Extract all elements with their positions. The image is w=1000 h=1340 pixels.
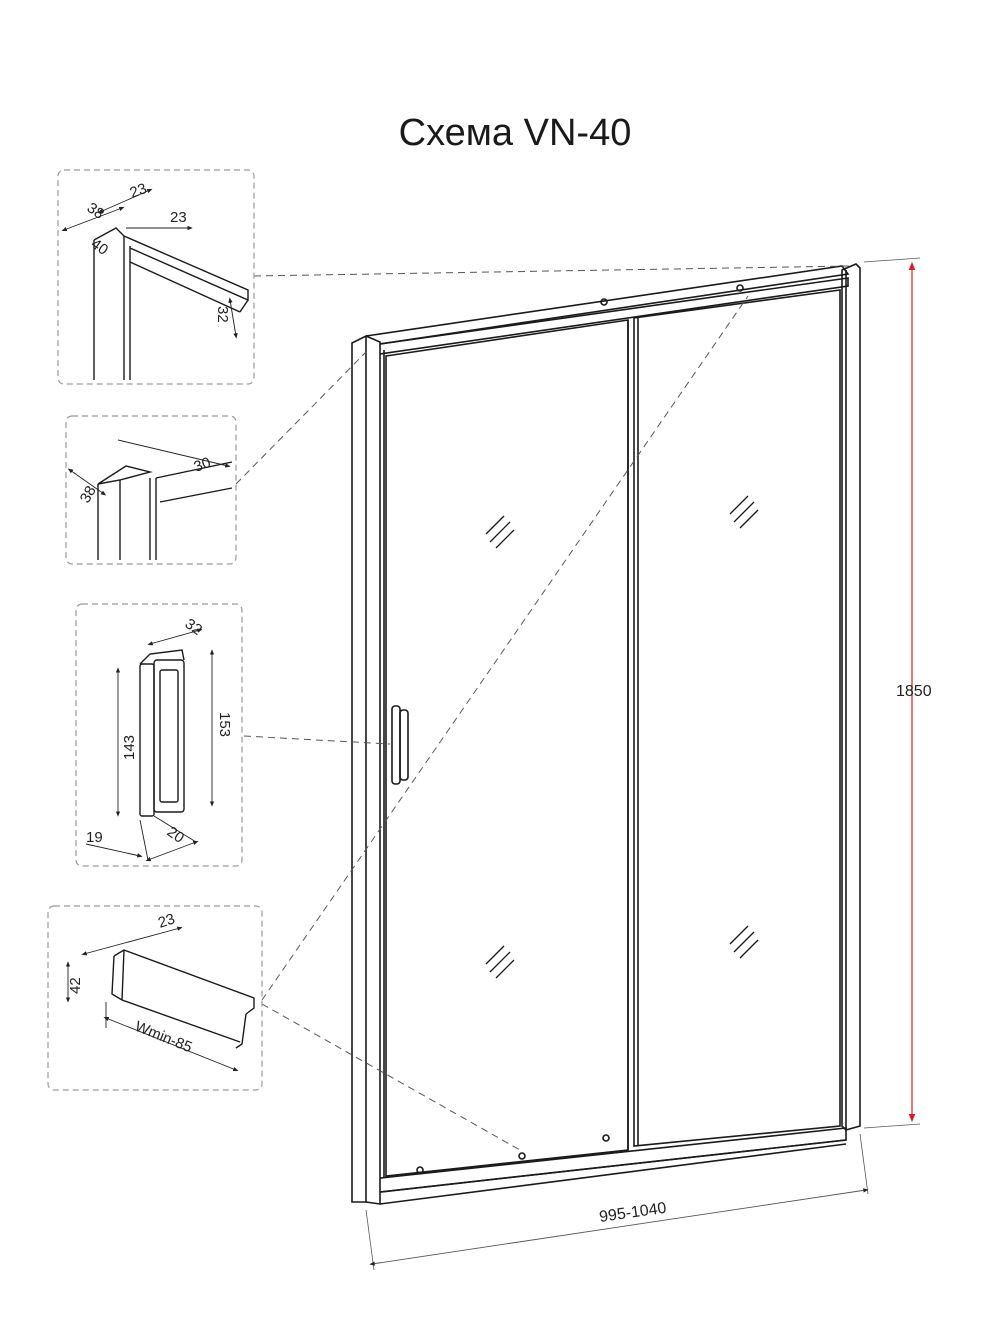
top-rail (365, 265, 850, 345)
left-wall-profile (351, 334, 367, 1203)
bottom-rail (379, 1127, 847, 1193)
door-frame (351, 263, 861, 1205)
detail4-dim-depth: 23 (156, 910, 177, 931)
left-wall-profile-side (365, 335, 381, 1205)
right-wall-profile (841, 263, 861, 1131)
detail-box-top-corner: 38 23 23 40 32 (57, 169, 255, 385)
detail2-dim-b: 30 (192, 454, 213, 476)
left-glass-panel (385, 319, 629, 1177)
detail3-dim-inner: 143 (121, 735, 138, 760)
detail-leader-lines (235, 265, 851, 1151)
height-label: 1850 (896, 683, 932, 700)
width-label: 995-1040 (598, 1200, 667, 1226)
detail3-dim-depth: 20 (164, 823, 187, 846)
detail1-dim-c: 23 (170, 209, 187, 226)
detail3-dim-outer: 153 (216, 712, 233, 737)
diagram-title: Схема VN-40 (398, 112, 632, 154)
height-dimension (863, 257, 921, 1129)
right-glass-panel (633, 289, 841, 1147)
glass-reflection-marks (485, 495, 759, 979)
detail-box-bottom-profile: 23 42 Wmin-85 (47, 905, 263, 1091)
detail1-dim-a: 38 (84, 199, 107, 222)
detail1-dim-d: 40 (88, 235, 111, 258)
detail1-dim-e: 32 (214, 306, 231, 323)
detail2-dim-a: 38 (77, 483, 100, 506)
detail-box-wall-profile: 38 30 (65, 415, 237, 565)
detail4-dim-width: Wmin-85 (133, 1018, 195, 1056)
detail-box-handle: 143 153 32 19 20 (75, 603, 243, 867)
detail4-dim-height: 42 (67, 977, 84, 994)
detail3-dim-width: 32 (182, 615, 205, 638)
door-handle (391, 705, 409, 785)
detail3-dim-base: 19 (86, 829, 103, 846)
width-dimension (365, 1133, 869, 1271)
detail1-dim-b: 23 (128, 180, 149, 202)
